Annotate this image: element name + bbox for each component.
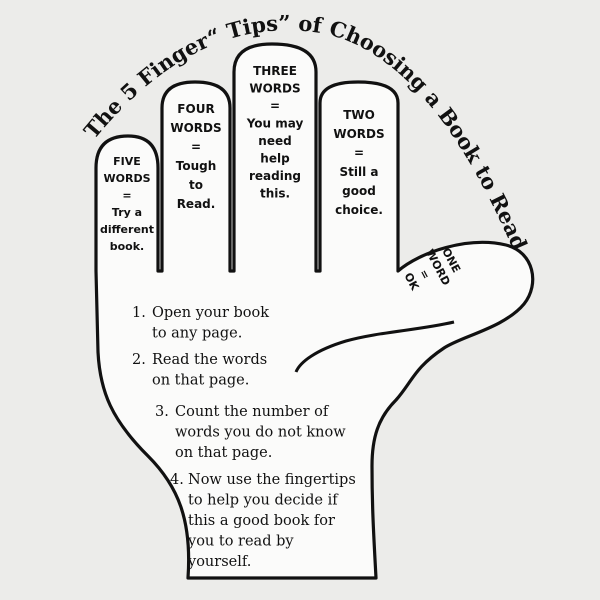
finger-five-line: = [122,189,131,202]
finger-three-line: this. [260,187,290,201]
step-3: 3. Count the number of words you do not kn… [155,404,346,461]
step-number: 4. [170,472,184,488]
hand-outline [94,42,535,580]
step-text-line: you to read by [187,534,294,550]
instruction-steps: 1. Open your book to any page. 2. Read the w… [132,305,356,570]
step-text-line: to help you decide if [188,493,339,509]
finger-label-five: FIVE WORDS = Try a different book. [100,155,154,253]
step-text-line: to any page. [152,326,242,342]
finger-two-line: good [342,184,376,198]
finger-label-two: TWO WORDS = Still a good choice. [333,108,384,217]
finger-five-line: different [100,223,154,236]
finger-three-line: reading [249,169,301,183]
finger-two-line: = [354,146,364,160]
finger-four-line: Tough [176,159,217,173]
thumb-crease [294,320,455,373]
finger-two-line: WORDS [333,127,384,141]
step-text-line: Open your book [152,305,269,321]
finger-five-line: WORDS [103,172,150,185]
finger-three-line: = [270,99,280,113]
step-number: 1. [132,305,146,321]
finger-three-line: help [260,152,290,166]
step-4: 4.Now use the fingertips to help you deci… [170,472,356,570]
finger-four-line: = [191,140,201,154]
finger-label-three: THREE WORDS = You may need help reading this. [246,64,304,201]
step-text-line: yourself. [187,554,251,570]
step-text-line: Now use the fingertips [188,472,356,488]
finger-two-line: Still a [340,165,379,179]
finger-five-line: Try a [112,206,142,219]
step-2: 2. Read the words on that page. [132,352,267,389]
step-number: 2. [132,352,146,368]
finger-three-line: You may [246,117,304,131]
step-text-line: on that page. [175,445,272,461]
finger-four-line: Read. [177,197,216,211]
finger-two-line: TWO [343,108,375,122]
step-number: 3. [155,404,169,420]
finger-three-line: WORDS [249,82,300,96]
finger-four-line: to [189,178,203,192]
step-text-line: words you do not know [175,425,346,441]
finger-two-line: choice. [335,203,383,217]
finger-five-line: FIVE [113,155,141,168]
finger-four-line: WORDS [170,121,221,135]
finger-three-line: THREE [253,64,297,78]
finger-four-line: FOUR [177,102,214,116]
finger-five-line: book. [110,240,144,253]
step-text-line: this a good book for [188,513,335,529]
step-text-line: Count the number of [175,404,330,420]
step-text-line: Read the words [152,352,267,368]
step-text-line: on that page. [152,373,249,389]
step-1: 1. Open your book to any page. [132,305,269,342]
finger-three-line: need [258,134,291,148]
